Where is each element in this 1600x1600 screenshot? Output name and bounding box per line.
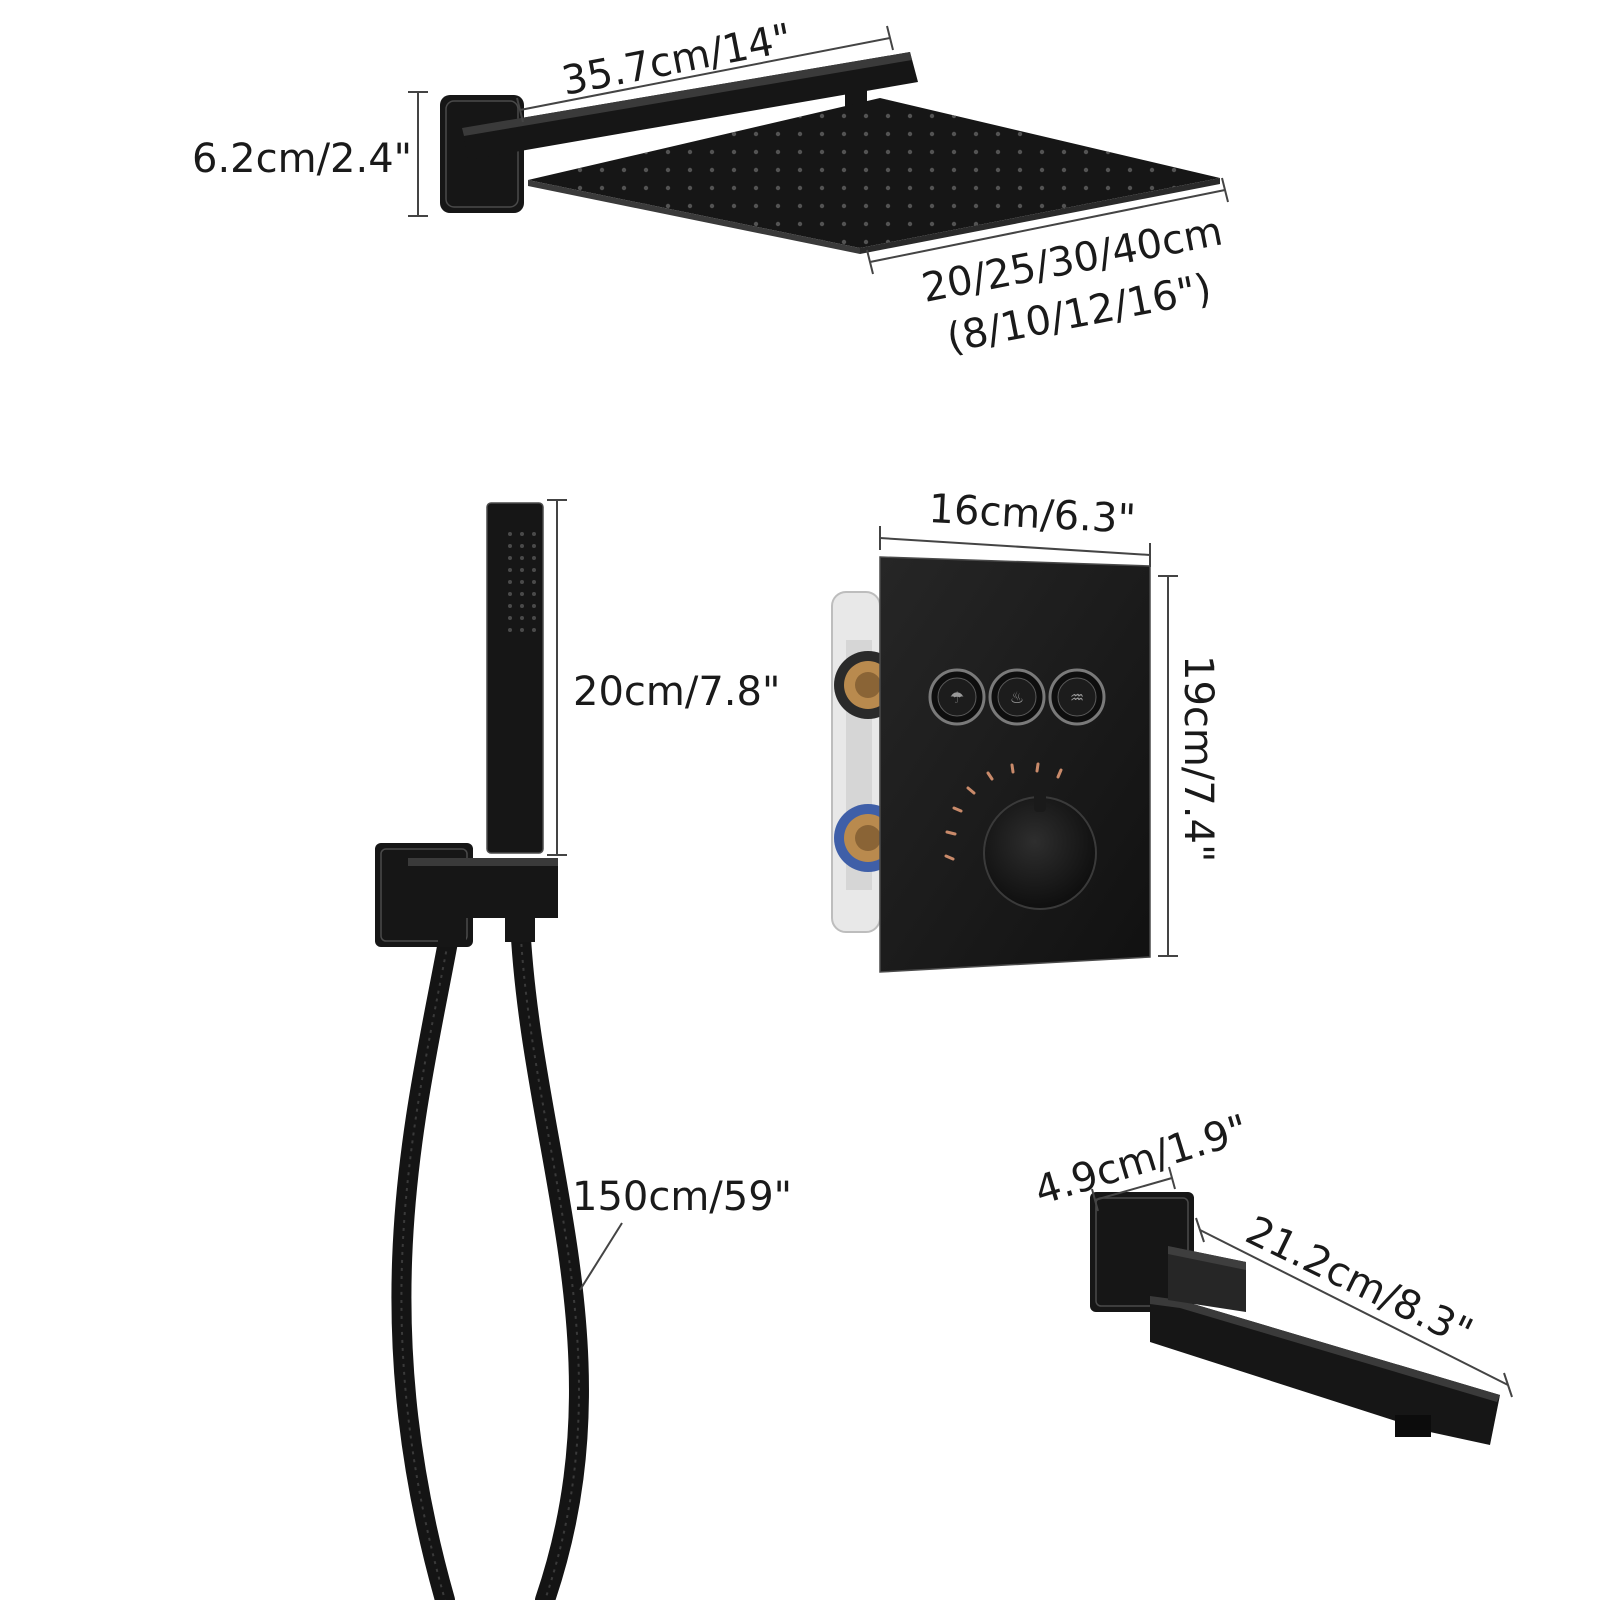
valve-button-2[interactable]: ♨ [988, 668, 1046, 726]
thermostat-knob-pointer [1034, 790, 1046, 812]
tub-spout-icon: ♒ [1070, 688, 1084, 707]
hand-shower-icon: ♨ [1010, 688, 1024, 707]
rain-shower-flange-height-label: 6.2cm/2.4" [192, 136, 412, 182]
rain-shower-assembly [440, 52, 1220, 254]
hand-shower-assembly [375, 502, 589, 1600]
valve-front-panel [880, 557, 1150, 972]
rain-shower-dimensions [408, 25, 1229, 275]
rain-shower-arm [462, 52, 918, 160]
thermostat-knob[interactable] [984, 797, 1096, 909]
overhead-shower-icon: ☂ [950, 688, 964, 707]
hand-shower-hose-length-label: 150cm/59" [572, 1174, 792, 1220]
hand-shower-hose [391, 910, 462, 1600]
valve-button-3[interactable]: ♒ [1048, 668, 1106, 726]
valve-height-label: 19cm/7.4" [1175, 655, 1221, 862]
tub-spout-assembly [1090, 1192, 1500, 1445]
valve-dimensions [879, 526, 1178, 957]
tub-spout-body[interactable] [1150, 1296, 1500, 1445]
valve-assembly: ☂ ♨ ♒ [831, 556, 1151, 973]
valve-button-1[interactable]: ☂ [928, 668, 986, 726]
temperature-scale-marks [944, 762, 1063, 861]
valve-width-label: 16cm/6.3" [927, 486, 1136, 543]
hand-shower-dimensions [547, 499, 623, 1291]
tub-spout-dimensions [1091, 1166, 1513, 1398]
hand-shower-length-label: 20cm/7.8" [573, 669, 780, 715]
